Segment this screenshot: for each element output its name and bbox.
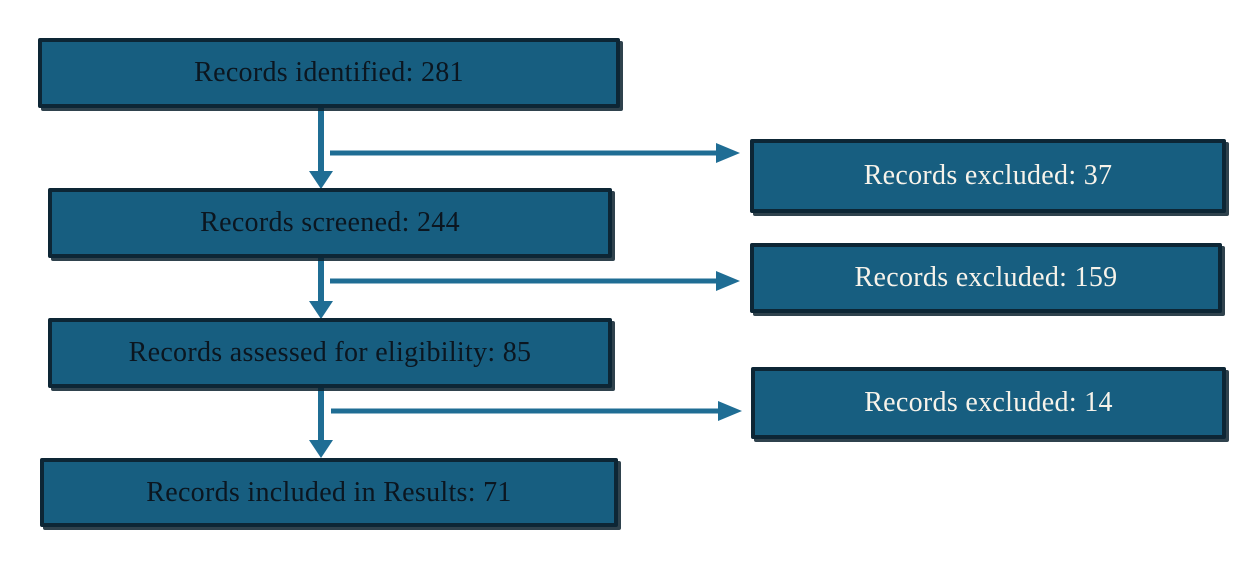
arrow-to-excluded-159 [330,271,740,291]
arrow-assessed-to-included [309,388,333,458]
flow-box-records-assessed-label: Records assessed for eligibility: 85 [128,337,532,368]
flow-box-excluded-after-eligibility-label: Records excluded: 14 [864,387,1113,418]
flow-box-records-included: Records included in Results: 71 [40,458,618,527]
flow-box-records-identified-label: Records identified: 281 [194,57,464,88]
arrow-to-excluded-14 [331,401,742,421]
flow-box-excluded-after-identification: Records excluded: 37 [750,139,1226,213]
flow-box-records-identified: Records identified: 281 [38,38,620,108]
arrow-screened-to-assessed [309,258,333,319]
flow-box-records-screened: Records screened: 244 [48,188,612,258]
arrow-to-excluded-37 [330,143,740,163]
flow-box-records-assessed: Records assessed for eligibility: 85 [48,318,612,388]
flow-box-excluded-after-screening-label: Records excluded: 159 [854,262,1118,293]
flow-box-excluded-after-identification-label: Records excluded: 37 [863,160,1113,191]
flow-box-records-screened-label: Records screened: 244 [200,207,460,238]
flow-box-excluded-after-eligibility: Records excluded: 14 [751,367,1226,439]
arrow-identified-to-screened [309,108,333,189]
flow-box-records-included-label: Records included in Results: 71 [146,476,512,508]
flow-box-excluded-after-screening: Records excluded: 159 [750,243,1222,313]
